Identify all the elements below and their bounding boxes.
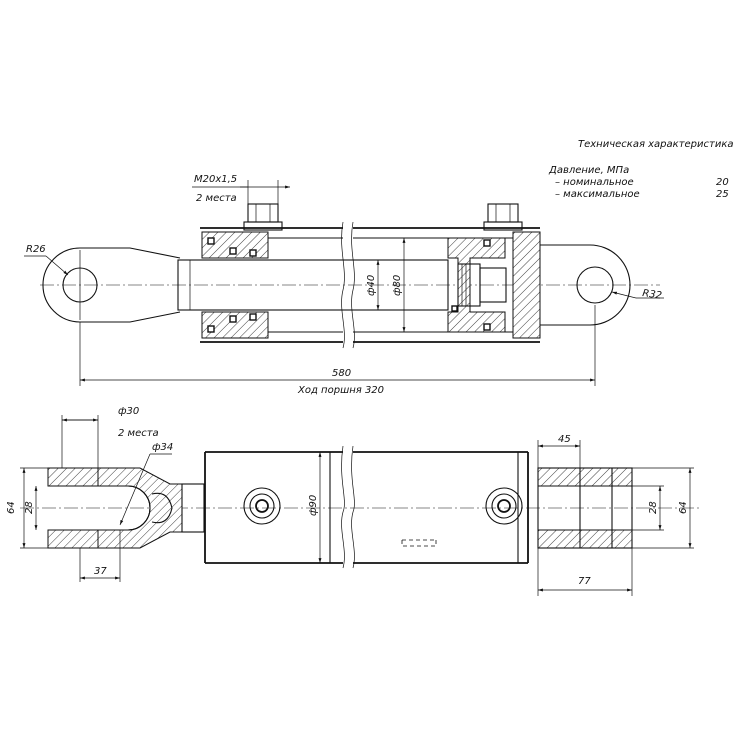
spec-nominal-value: 20 bbox=[716, 177, 729, 188]
dim-pin-hole-count: 2 места bbox=[118, 428, 159, 439]
spec-pressure-label: Давление, МПа bbox=[548, 165, 629, 176]
port-right-top bbox=[485, 487, 523, 525]
dim-radius-left: R26 bbox=[26, 244, 46, 255]
dim-right-slot: 28 bbox=[648, 501, 659, 514]
rod-eye-right bbox=[540, 244, 631, 326]
bottom-plan-view: ф30 2 места ф34 64 28 37 ф90 45 28 bbox=[6, 406, 700, 596]
dim-port-count: 2 места bbox=[196, 193, 237, 204]
dim-right-height: 64 bbox=[678, 501, 689, 514]
rod-eye-right-hole bbox=[576, 266, 614, 304]
dim-right-length: 77 bbox=[578, 576, 591, 587]
dim-left-length: 37 bbox=[94, 566, 107, 577]
clevis-left-section bbox=[47, 467, 99, 487]
piston-rod bbox=[177, 259, 449, 311]
dim-bore-diameter: ф80 bbox=[392, 275, 403, 296]
dim-body-diameter: ф90 bbox=[308, 495, 319, 516]
dim-stroke: Ход поршня 320 bbox=[297, 385, 384, 396]
port-left-top bbox=[243, 487, 281, 525]
dim-port-thread: М20х1,5 bbox=[194, 174, 237, 185]
rod-stub bbox=[181, 483, 205, 533]
dim-radius-right: R32 bbox=[642, 288, 663, 302]
dim-left-slot: 28 bbox=[24, 501, 35, 514]
break-line-right bbox=[351, 221, 355, 349]
spec-maximum-value: 25 bbox=[716, 189, 729, 200]
clevis-right-section bbox=[537, 467, 633, 487]
hidden-marking bbox=[401, 539, 437, 547]
top-section-view: М20х1,5 2 места R26 R32 ф40 ф80 580 Ход … bbox=[24, 174, 664, 396]
dim-pin-hole: ф30 bbox=[118, 406, 139, 417]
technical-specification: Техническая характеристика Давление, МПа… bbox=[548, 139, 734, 200]
end-cap-section bbox=[512, 231, 541, 339]
break-line-left bbox=[341, 221, 345, 349]
dim-right-width: 45 bbox=[558, 434, 571, 445]
port-right bbox=[483, 203, 523, 231]
dim-ball-diameter: ф34 bbox=[152, 442, 173, 453]
spec-nominal-label: – номинальное bbox=[555, 177, 634, 188]
piston-section bbox=[447, 237, 506, 333]
dim-left-height: 64 bbox=[6, 501, 17, 514]
rod-eye-left bbox=[42, 247, 181, 323]
port-left bbox=[243, 203, 283, 231]
spec-title: Техническая характеристика bbox=[578, 139, 734, 150]
spec-maximum-label: – максимальное bbox=[555, 189, 640, 200]
dim-overall-length: 580 bbox=[332, 368, 351, 379]
dim-rod-diameter: ф40 bbox=[366, 275, 377, 296]
bottom-dimensions: ф30 2 места ф34 64 28 37 ф90 45 28 bbox=[6, 406, 694, 596]
top-dimensions: М20х1,5 2 места R26 R32 ф40 ф80 580 Ход … bbox=[24, 174, 664, 396]
